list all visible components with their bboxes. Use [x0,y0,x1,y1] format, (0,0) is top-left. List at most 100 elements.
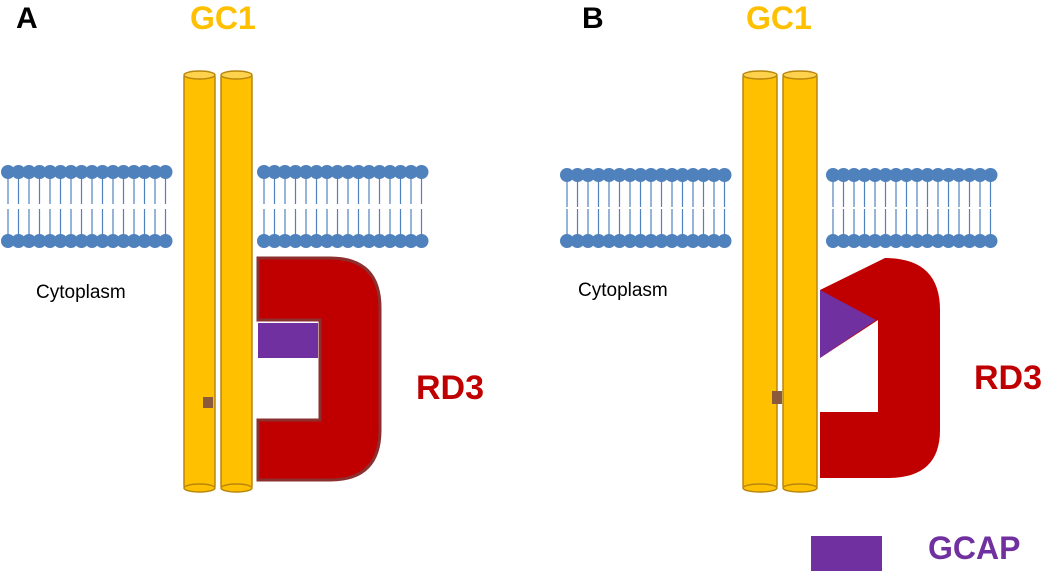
lipid-head [127,165,141,179]
lipid-head [962,168,977,182]
lipid-head [362,234,376,248]
panel-a-gc1-cylinders [183,70,253,493]
lipid-head [591,234,606,248]
lipid-head [257,234,271,248]
lipid-head [612,234,627,248]
lipid-head [910,234,924,248]
lipid-head [32,165,47,179]
gc1-cylinder-1-top [742,70,778,80]
legend: GCAP [811,530,1020,571]
panel-a-gc1-label: GC1 [190,0,256,36]
lipid-head [74,165,89,179]
legend-gcap-swatch [811,536,882,571]
lipid-head [393,234,408,248]
gc1-cylinder-2-bottom [220,483,253,493]
lipid-head [309,165,324,179]
lipid-head [707,234,721,248]
panel-a-rd3-label: RD3 [416,369,484,407]
lipid-head [602,234,616,248]
lipid-head [116,234,131,248]
lipid-head [32,234,47,248]
panel-b-membrane-right [826,168,998,248]
lipid-head [137,165,152,179]
lipid-head [941,234,956,248]
lipid-head [11,234,26,248]
lipid-head [330,165,345,179]
lipid-head [106,234,120,248]
gc1-cylinder-2 [782,73,818,490]
lipid-head [973,168,987,182]
gc1-cylinder-2-bottom [782,483,818,493]
lipid-head [581,234,595,248]
gc1-cylinder-2 [220,73,253,490]
panel-a-membrane-right [257,165,429,248]
lipid-head [116,165,131,179]
lipid-head [983,168,998,182]
lipid-head [931,234,945,248]
lipid-head [899,168,914,182]
lipid-head [878,234,893,248]
lipid-head [675,168,690,182]
lipid-head [320,234,334,248]
panel-b-gcap-triangle [820,290,876,358]
lipid-head [22,165,36,179]
lipid-head [570,234,585,248]
panel-b-rd3-label: RD3 [974,359,1042,397]
lipid-head [299,234,313,248]
lipid-head [299,165,313,179]
lipid-head [341,165,355,179]
lipid-head [43,234,57,248]
lipid-head [278,234,292,248]
lipid-head [414,165,429,179]
panel-b-rd3-shape [820,258,940,478]
gc1-cylinder-2-top [782,70,818,80]
panel-a-gcap-block [258,323,318,358]
lipid-head [393,165,408,179]
lipid-head [717,234,732,248]
lipid-head [85,165,99,179]
lipid-head [644,234,658,248]
lipid-head [623,168,637,182]
panel-b-letter: B [582,2,604,35]
lipid-head [889,234,903,248]
gc1-cylinder-1-top [183,70,216,80]
lipid-head [836,168,851,182]
panel-b-cytoplasm-label: Cytoplasm [578,280,668,301]
lipid-head [414,234,429,248]
lipid-head [372,234,387,248]
lipid-head [665,234,679,248]
lipid-head [868,168,882,182]
lipid-head [675,234,690,248]
lipid-head [43,165,57,179]
lipid-head [847,234,861,248]
lipid-head [95,165,110,179]
gc1-site-mark [772,391,782,404]
lipid-head [602,168,616,182]
lipid-head [962,234,977,248]
lipid-head [127,234,141,248]
lipid-head [64,234,78,248]
gc1-cylinder-1-bottom [742,483,778,493]
lipid-head [278,165,292,179]
lipid-head [591,168,606,182]
lipid-head [581,168,595,182]
lipid-head [137,234,152,248]
lipid-head [404,234,418,248]
lipid-head [899,234,914,248]
lipid-head [826,234,840,248]
lipid-head [351,234,366,248]
lipid-head [351,165,366,179]
panel-a: A GC1 Cytoplasm RD3 [1,0,484,493]
lipid-head [686,168,700,182]
lipid-head [931,168,945,182]
lipid-head [707,168,721,182]
lipid-head [372,165,387,179]
lipid-head [686,234,700,248]
lipid-head [22,234,36,248]
lipid-head [341,234,355,248]
lipid-head [267,165,282,179]
lipid-head [973,234,987,248]
lipid-head [11,165,26,179]
lipid-head [148,165,162,179]
